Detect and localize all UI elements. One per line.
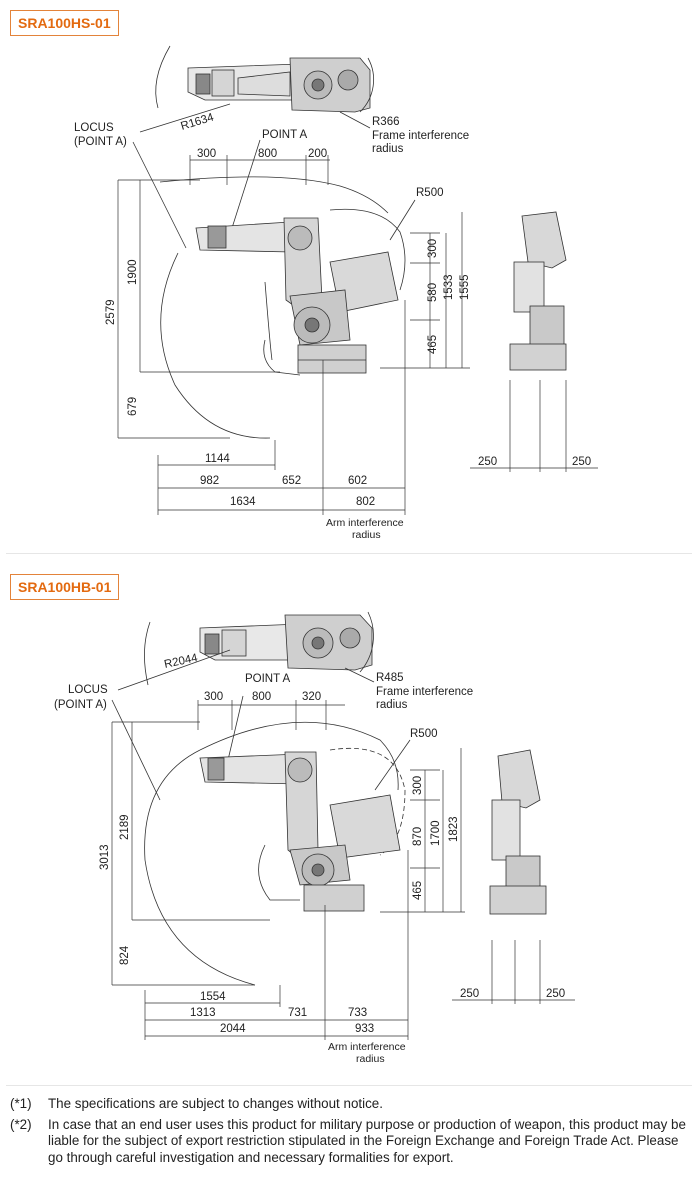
- frame-interference-label-2: radius: [376, 699, 408, 711]
- note-2-text: In case that an end user uses this produ…: [48, 1116, 686, 1165]
- radius-label: R1634: [179, 111, 215, 133]
- point-a-label: POINT A: [245, 673, 290, 685]
- robot-side-view: [159, 176, 406, 439]
- dim-1900: 1900: [127, 259, 139, 285]
- dim-side-250-right: 250: [546, 988, 565, 1000]
- dim-300-v: 300: [412, 776, 424, 795]
- section-divider-2: [6, 1085, 692, 1086]
- note-1-text: The specifications are subject to change…: [48, 1096, 383, 1111]
- model-tag-sra100hb: SRA100HB-01: [10, 574, 120, 600]
- dim-870: 870: [412, 827, 424, 846]
- dim-1313: 1313: [190, 1007, 216, 1019]
- dim-top-320: 320: [302, 691, 321, 703]
- dim-1554: 1554: [200, 991, 226, 1003]
- locus-label: LOCUS: [74, 122, 114, 134]
- arm-interference-label-2: radius: [352, 529, 381, 541]
- dim-side-250-right: 250: [572, 456, 591, 468]
- dim-1634: 1634: [230, 496, 256, 508]
- dim-982: 982: [200, 475, 219, 487]
- frame-radius-value: R485: [376, 672, 404, 684]
- dim-733: 733: [348, 1007, 367, 1019]
- r500-label: R500: [410, 728, 438, 740]
- dim-300-v: 300: [427, 239, 439, 258]
- arm-interference-label-2: radius: [356, 1053, 385, 1065]
- model-tag-sra100hs: SRA100HS-01: [10, 10, 119, 36]
- dim-1144: 1144: [205, 453, 230, 465]
- note-1: (*1) The specifications are subject to c…: [10, 1096, 695, 1113]
- frame-interference-label-2: radius: [372, 143, 404, 155]
- dim-2189: 2189: [119, 814, 131, 840]
- dim-933: 933: [355, 1023, 374, 1035]
- robot-front-view: [509, 211, 567, 371]
- dim-2579: 2579: [105, 299, 117, 325]
- dimension-lines: [117, 155, 598, 515]
- robot-top-view: [187, 57, 371, 113]
- dim-top-200: 200: [308, 148, 327, 160]
- arm-interference-label: Arm interference: [328, 1041, 406, 1053]
- r500-label: R500: [416, 187, 444, 199]
- point-a-label: POINT A: [262, 129, 307, 141]
- dim-2044: 2044: [220, 1023, 246, 1035]
- dim-side-250-left: 250: [460, 988, 479, 1000]
- dim-1555: 1555: [459, 274, 471, 300]
- dim-731: 731: [288, 1007, 307, 1019]
- dim-top-300: 300: [197, 148, 216, 160]
- arm-interference-label: Arm interference: [326, 517, 404, 529]
- dim-side-250-left: 250: [478, 456, 497, 468]
- note-2-mark: (*2): [10, 1116, 32, 1132]
- robot-side-view: [144, 721, 406, 986]
- frame-interference-label: Frame interference: [372, 130, 469, 142]
- dim-465: 465: [412, 881, 424, 900]
- section-divider: [6, 553, 692, 554]
- robot-front-view: [489, 749, 547, 915]
- notes: (*1) The specifications are subject to c…: [10, 1096, 695, 1170]
- dim-top-800: 800: [258, 148, 277, 160]
- robot-top-view: [199, 614, 373, 671]
- dimension-lines: [111, 700, 575, 1040]
- dim-1533: 1533: [443, 274, 455, 300]
- dim-top-800: 800: [252, 691, 271, 703]
- dim-465: 465: [427, 335, 439, 354]
- dim-802: 802: [356, 496, 375, 508]
- dim-3013: 3013: [99, 844, 111, 870]
- frame-interference-label: Frame interference: [376, 686, 473, 698]
- dimension-drawing-sra100hs: LOCUS (POINT A) POINT A R1634 R366 Frame…: [74, 45, 598, 541]
- dim-602: 602: [348, 475, 367, 487]
- dim-1823: 1823: [448, 816, 460, 842]
- note-1-mark: (*1): [10, 1096, 32, 1111]
- note-2: (*2) In case that an end user uses this …: [10, 1117, 695, 1167]
- dim-580: 580: [427, 283, 439, 302]
- dimension-drawing-sra100hb: LOCUS (POINT A) POINT A R2044 R485 Frame…: [54, 611, 575, 1065]
- radius-label: R2044: [163, 652, 199, 671]
- dim-824: 824: [119, 945, 131, 965]
- dim-679: 679: [127, 397, 139, 416]
- locus-label: LOCUS: [68, 684, 108, 696]
- frame-radius-value: R366: [372, 116, 400, 128]
- dim-1700: 1700: [430, 820, 442, 846]
- locus-sub-label: (POINT A): [54, 699, 107, 711]
- dim-top-300: 300: [204, 691, 223, 703]
- dim-652: 652: [282, 475, 301, 487]
- locus-sub-label: (POINT A): [74, 136, 127, 148]
